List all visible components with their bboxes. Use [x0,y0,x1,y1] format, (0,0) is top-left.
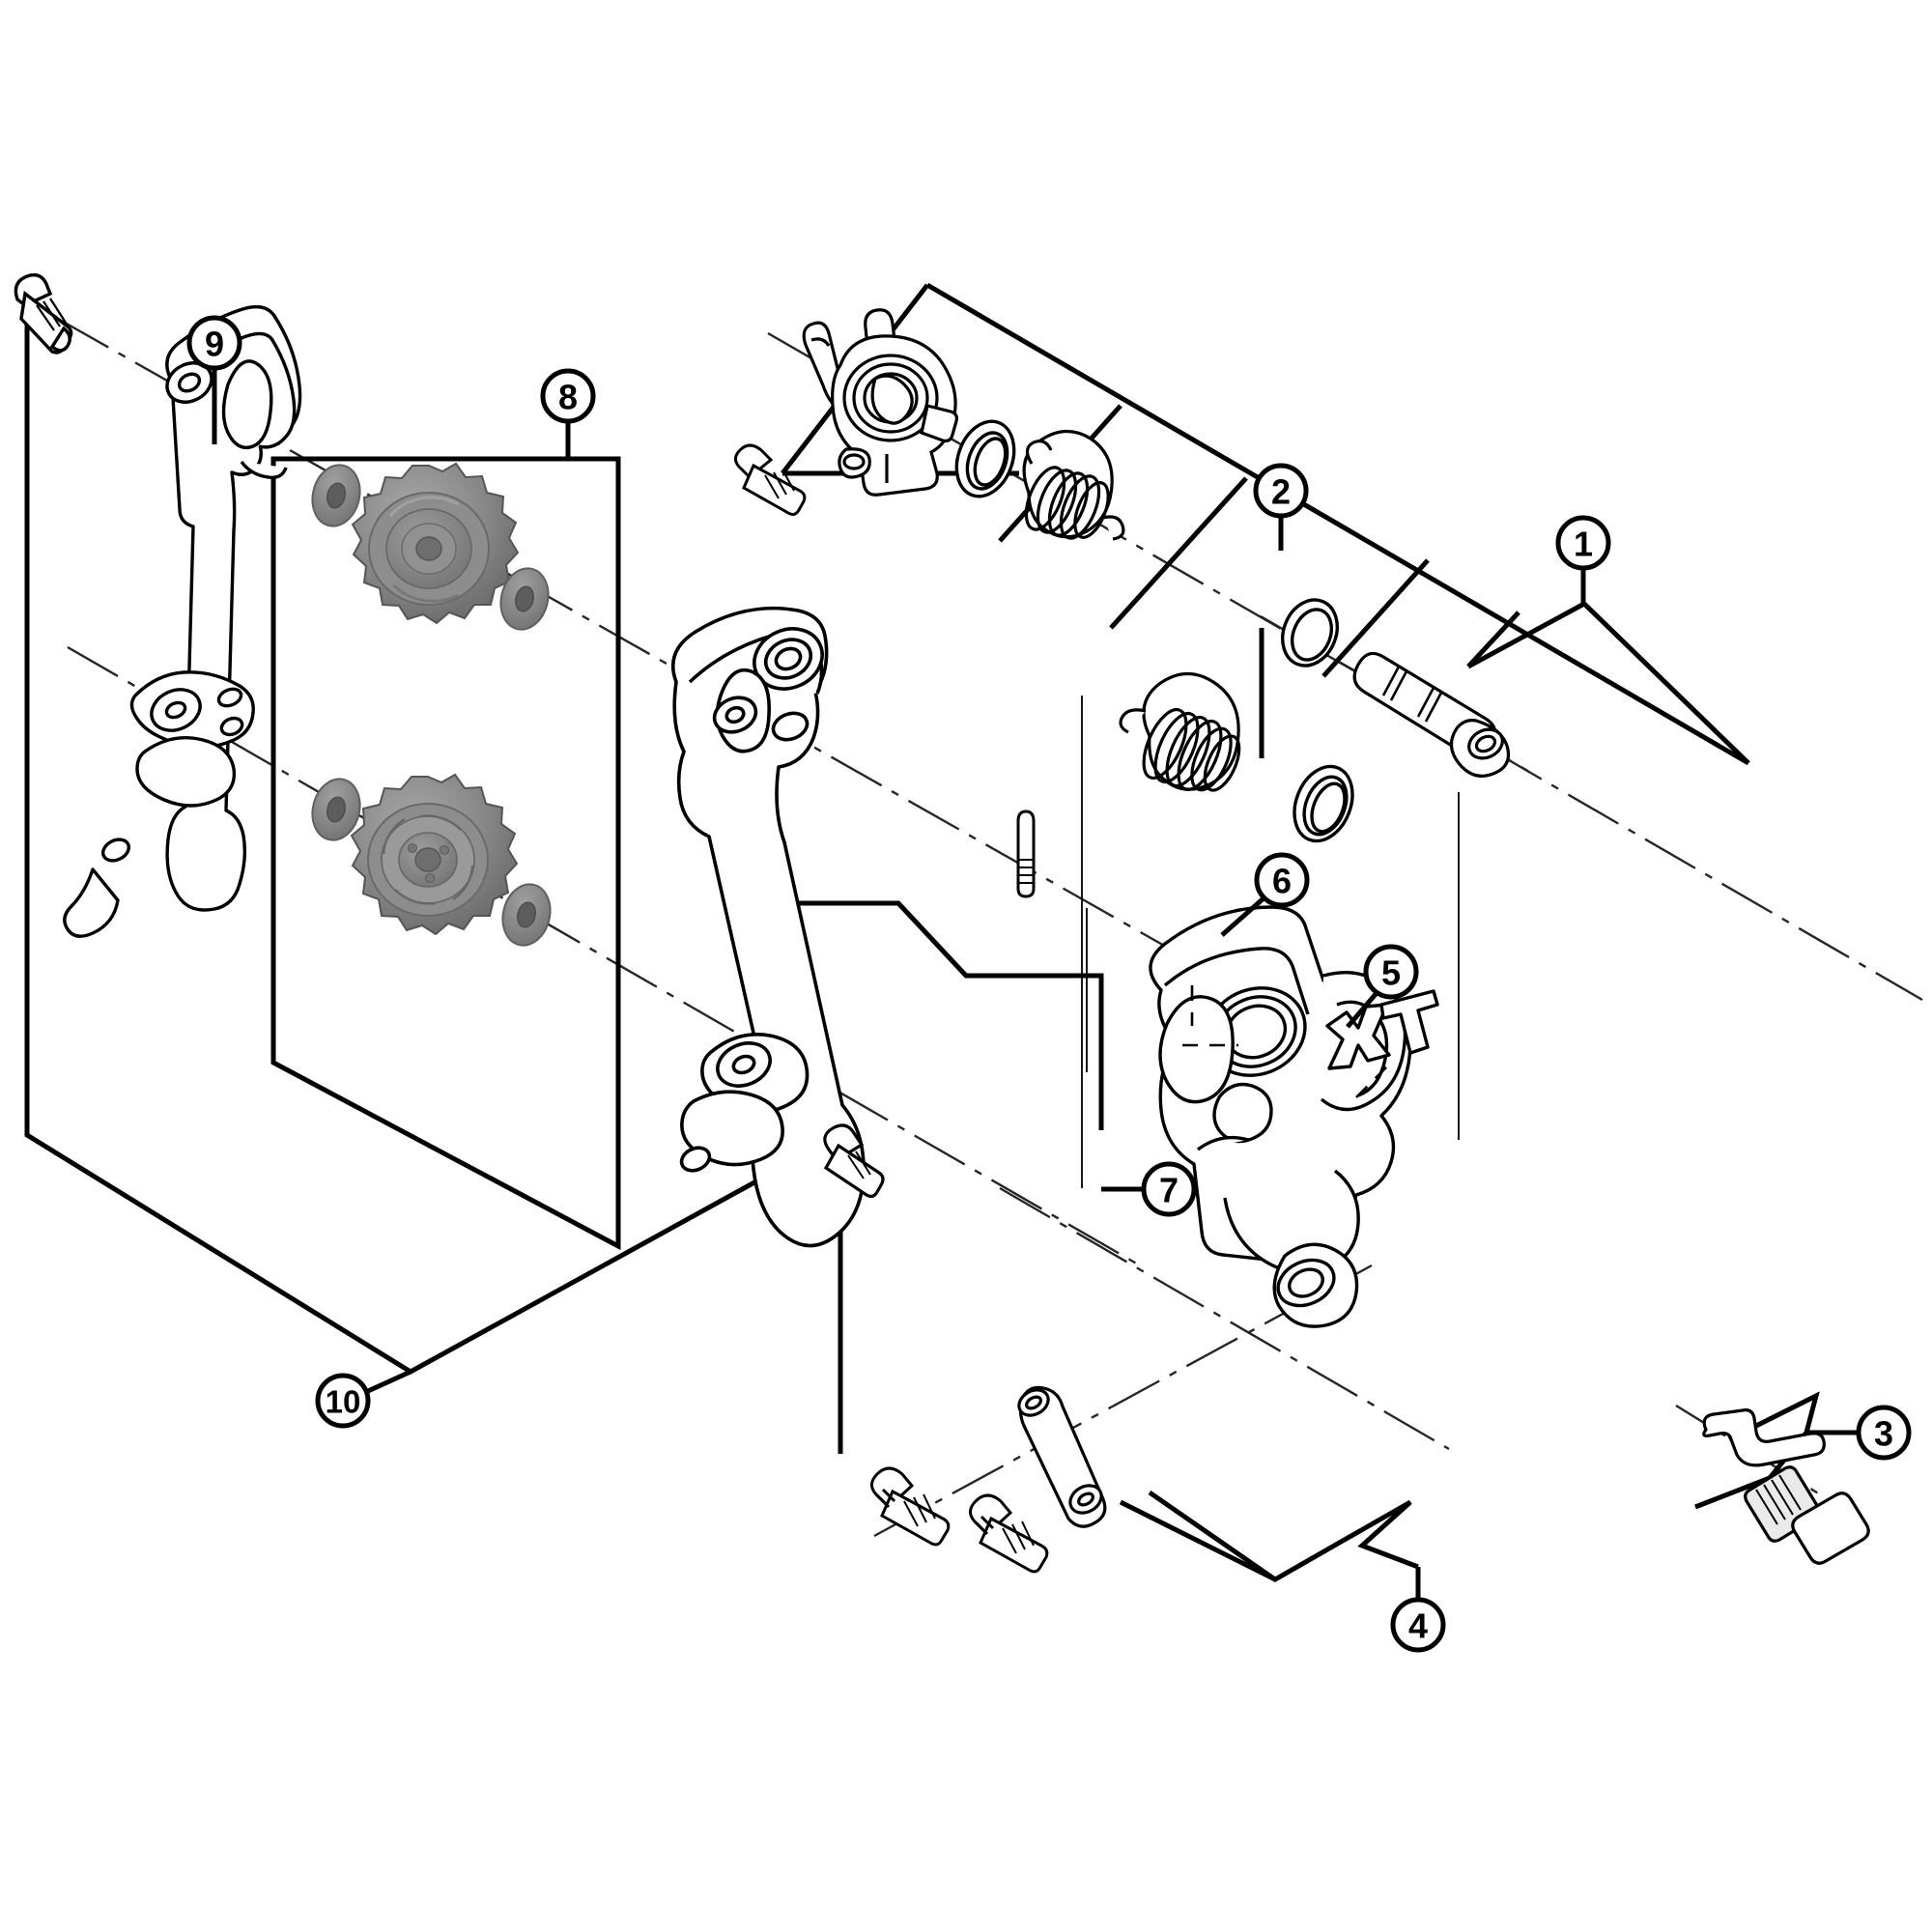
inner-cage-plate [63,304,302,938]
callout-leaders [212,368,1859,1600]
callout-3-label: 3 [1874,1414,1893,1454]
callout-1-label: 1 [1574,525,1593,564]
callout-10-label: 10 [326,1384,361,1420]
seal-ring-upper [954,419,1016,498]
link-screw-a [870,1466,951,1547]
cage-fixing-bolt [14,272,73,355]
callout-7[interactable]: 7 [1141,1161,1197,1217]
bracket-axle-unit [831,334,958,497]
callout-10[interactable]: 10 [315,1373,371,1429]
guide-pulley [351,462,520,625]
tension-pulley [350,773,519,936]
callout-5-label: 5 [1381,953,1401,993]
p-tension-spring [1119,671,1241,792]
callout-2[interactable]: 2 [1253,463,1309,519]
bracket-fixing-screw [734,443,807,516]
callout-5[interactable]: 5 [1363,944,1419,1000]
guide-pulley-washer-left [311,464,361,527]
stopper-ring [1293,764,1354,843]
bracket-group-8 [270,456,621,1251]
callout-2-label: 2 [1271,472,1291,512]
cable-fixing-plate [1702,1408,1826,1467]
callout-1[interactable]: 1 [1555,515,1611,571]
bracket-group-7 [782,900,1104,1130]
callout-9-label: 9 [205,325,224,364]
callout-8[interactable]: 8 [540,368,596,424]
callout-7-label: 7 [1159,1171,1179,1210]
outer-cage-plate [671,606,866,1248]
link-screw-b [969,1493,1049,1574]
tension-pulley-washer-left [311,778,361,841]
callout-4-label: 4 [1408,1606,1428,1646]
link-plate [1017,1385,1107,1528]
cable-fixing-bolt [1744,1465,1870,1565]
pivot-bushing [1352,651,1511,778]
guide-pulley-washer-right [499,567,550,631]
callout-6-label: 6 [1272,862,1292,901]
thin-leader-lines [1081,696,1460,1188]
derailleur-body [1149,905,1439,1328]
tension-pulley-washer-right [501,883,552,947]
bracket-group-4 [1119,1490,1419,1582]
seal-ring-right [1281,598,1339,668]
callout-4[interactable]: 4 [1390,1597,1446,1653]
pulley-cage-bolt [823,1123,885,1199]
callout-8-label: 8 [558,378,578,417]
stopper-pin [1016,810,1036,898]
callout-3[interactable]: 3 [1856,1405,1912,1461]
callout-9[interactable]: 9 [186,315,242,371]
callout-6[interactable]: 6 [1254,852,1310,908]
return-spring [1022,429,1125,541]
xt-logo [1325,989,1439,1070]
